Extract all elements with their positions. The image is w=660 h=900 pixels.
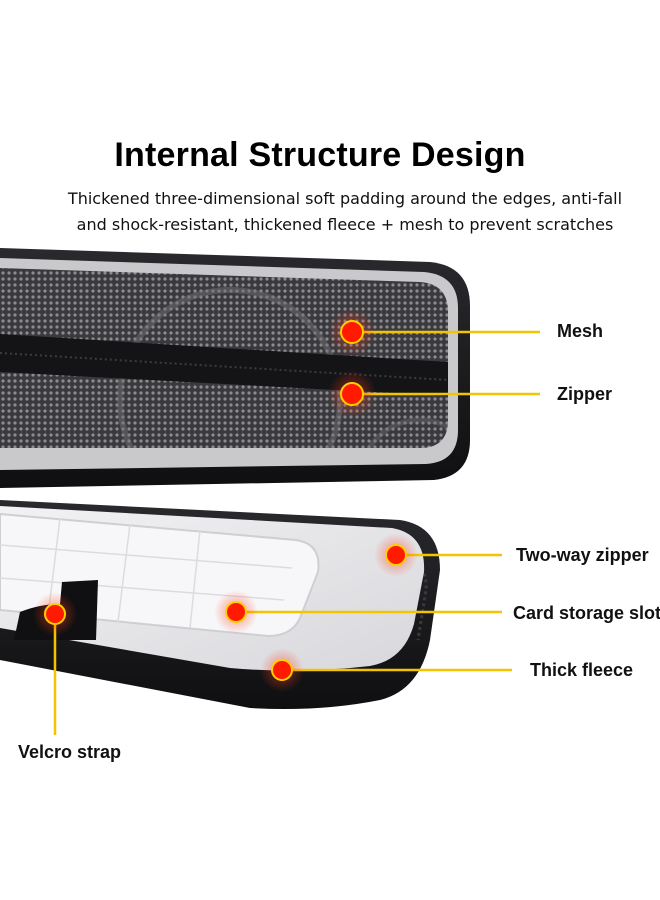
label-thick-fleece: Thick fleece	[530, 660, 634, 680]
page-subtitle: Thickened three-dimensional soft padding…	[40, 186, 650, 238]
card-slot-marker	[214, 590, 258, 634]
label-card-storage-slot: Card storage slot	[513, 603, 660, 623]
fleece-marker	[260, 648, 304, 692]
page-title: Internal Structure Design	[114, 136, 526, 174]
zipper-marker	[328, 370, 376, 418]
label-two-way-zipper: Two-way zipper	[516, 545, 649, 565]
velcro-marker	[33, 592, 77, 636]
subtitle-line-1: Thickened three-dimensional soft padding…	[67, 189, 623, 208]
callout-lines	[53, 330, 540, 735]
label-mesh: Mesh	[557, 321, 604, 341]
callout-markers	[33, 308, 418, 692]
subtitle-line-2: and shock-resistant, thickened fleece + …	[76, 215, 614, 234]
label-velcro-strap: Velcro strap	[18, 742, 122, 762]
mesh-marker	[328, 308, 376, 356]
label-zipper: Zipper	[557, 384, 613, 404]
two-way-zipper-marker	[374, 533, 418, 577]
